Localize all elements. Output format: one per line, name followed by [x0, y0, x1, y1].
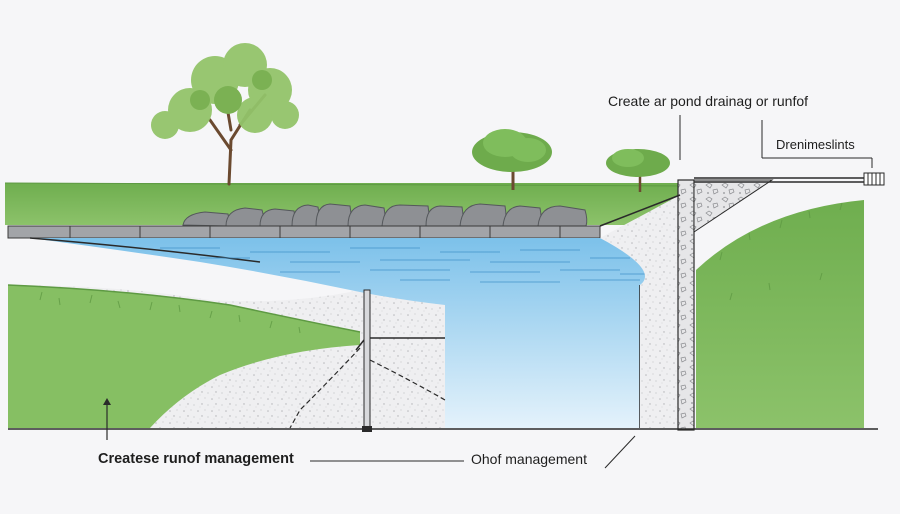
- management-label: Ohof management: [471, 451, 587, 467]
- small-tree: [606, 149, 670, 192]
- drainage-column: [599, 179, 774, 431]
- left-grass-slope: [7, 284, 361, 428]
- drainage-label: Drenimeslints: [776, 137, 855, 152]
- up-arrow-marker: [103, 398, 111, 440]
- right-grass-hill: [696, 200, 864, 428]
- leader-lines: [310, 115, 873, 469]
- medium-tree: [472, 129, 552, 190]
- stone-border: [182, 203, 588, 227]
- edge-slabs: [7, 225, 601, 239]
- large-tree: [151, 43, 299, 186]
- pond-drainage-label: Create ar pond drainag or runfof: [608, 93, 809, 109]
- drainage-pipe: [694, 172, 885, 186]
- runoff-management-label: Createse runof management: [98, 451, 294, 467]
